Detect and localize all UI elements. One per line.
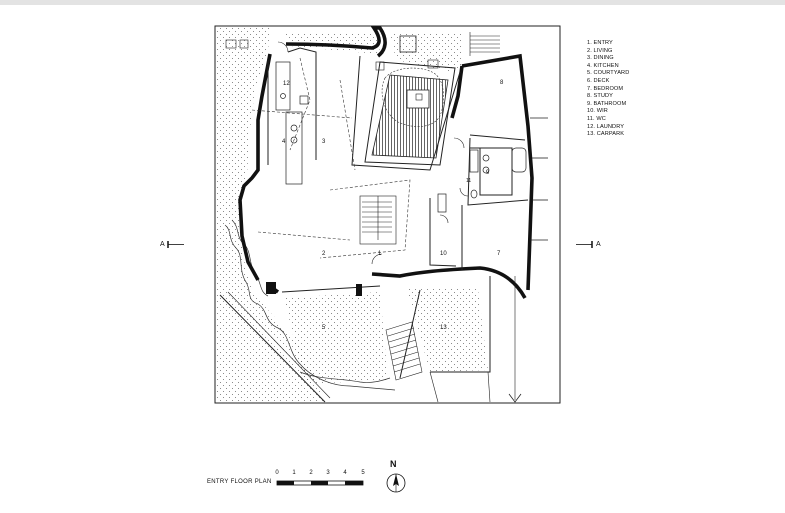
legend-item: 11. WC (587, 115, 606, 122)
room-label-kitchen: 4 (282, 139, 286, 145)
garden-north-east (390, 33, 462, 72)
interior-walls (267, 47, 529, 379)
legend-item: 7. BEDROOM (587, 85, 624, 92)
door-swings (277, 41, 469, 265)
legend-item: 9. BATHROOM (587, 100, 627, 107)
courtyard-outline (364, 61, 456, 166)
scale-tick-label: 0 (275, 470, 279, 476)
legend-item: 2. LIVING (587, 47, 613, 54)
north-arrow-icon (386, 473, 406, 493)
deck-area (284, 292, 388, 384)
legend-item: 13. CARPARK (587, 131, 625, 138)
room-label-dining: 3 (322, 139, 326, 145)
scale-tick-label: 3 (326, 470, 330, 476)
legend-item: 6. DECK (587, 77, 610, 84)
legend-item: 5. COURTYARD (587, 70, 630, 77)
room-label-laundry: 12 (283, 81, 290, 87)
room-label-courtyard: 5 (322, 325, 326, 331)
courtyard-pool (406, 89, 430, 109)
scale-tick-label: 1 (292, 470, 296, 476)
legend-item: 3. DINING (587, 55, 614, 62)
room-legend: 1. ENTRY 2. LIVING 3. DINING 4. KITCHEN … (587, 40, 629, 139)
room-label-entry: 1 (378, 251, 382, 257)
plan-title: ENTRY FLOOR PLAN (207, 479, 272, 485)
section-marker-right (576, 241, 593, 248)
room-label-bedroom: 7 (497, 251, 501, 257)
stair-entry (359, 195, 397, 245)
room-label-wir: 10 (440, 251, 447, 257)
facade-windows (530, 117, 548, 241)
legend-item: 10. WIR (587, 108, 608, 115)
legend-item: 8. STUDY (587, 93, 613, 100)
section-label-left: A (160, 241, 165, 248)
kitchen-joinery (275, 61, 309, 185)
section-label-right: A (596, 241, 601, 248)
room-label-carpark: 13 (440, 325, 447, 331)
bathroom-fixtures (437, 147, 527, 213)
scale-tick-label: 2 (309, 470, 313, 476)
carpark-area (407, 289, 488, 372)
site-boundary (214, 25, 561, 404)
scale-tick-label: 5 (361, 470, 365, 476)
legend-item: 4. KITCHEN (587, 62, 619, 69)
scale-bar (276, 480, 364, 486)
north-label: N (390, 459, 397, 469)
room-label-bathroom: 9 (486, 170, 490, 176)
courtyard-deck (371, 74, 449, 159)
stair-carpark (385, 321, 423, 381)
scale-tick-label: 4 (343, 470, 347, 476)
legend-item: 12. LAUNDRY (587, 123, 625, 130)
top-bar (0, 0, 785, 5)
room-label-study: 8 (500, 80, 504, 86)
room-label-living: 2 (322, 251, 326, 257)
section-marker-left (167, 241, 184, 248)
room-label-wc: 11 (466, 178, 472, 184)
stair-north (469, 32, 500, 56)
legend-item: 1. ENTRY (587, 40, 613, 46)
